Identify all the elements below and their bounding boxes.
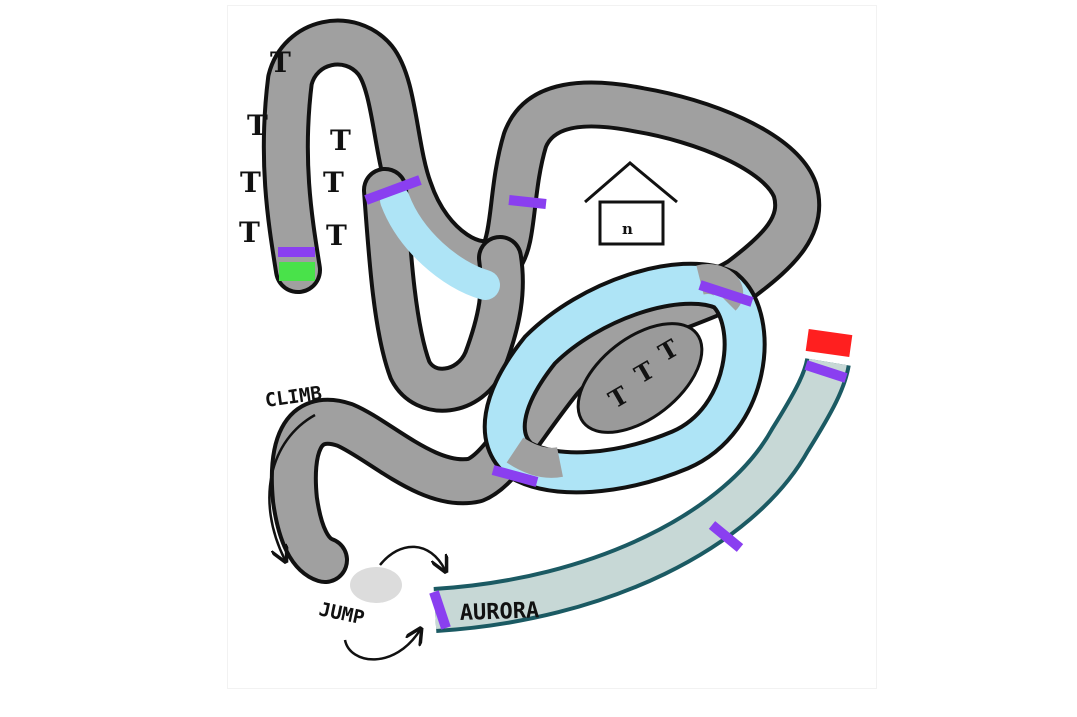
tree-icon: T: [330, 124, 351, 157]
tree-icon: T: [240, 166, 261, 199]
arrow-icon: [345, 630, 420, 659]
tree-icon: T: [323, 166, 344, 199]
house-icon: n: [585, 163, 677, 244]
checkpoint-2: [509, 200, 546, 204]
label-aurora: AURORA: [459, 598, 539, 626]
tree-icon: T: [326, 219, 347, 252]
arrow-icon: [380, 547, 445, 570]
tree-icon: T: [270, 46, 291, 79]
house-door-icon: n: [622, 220, 633, 238]
start-marker: [279, 262, 315, 281]
label-jump: JUMP: [317, 598, 366, 629]
tree-icon: T: [247, 109, 268, 142]
tree-icon: T: [239, 216, 260, 249]
jump-gap: [350, 567, 402, 603]
finish-marker: [806, 329, 853, 357]
